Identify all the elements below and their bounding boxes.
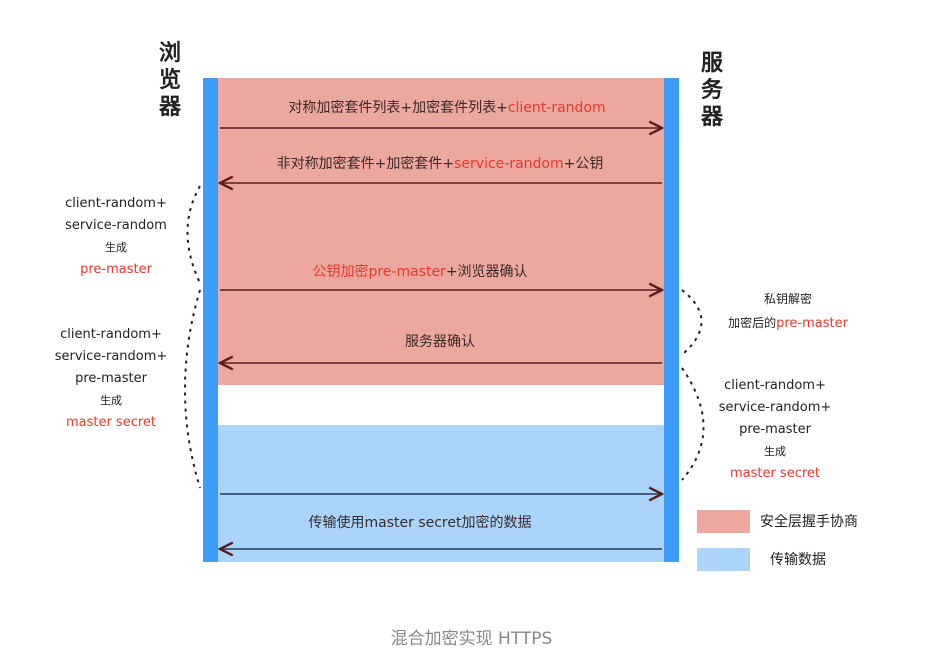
- bracket-left-2: [184, 289, 201, 489]
- message-1: 对称加密套件列表+加密套件列表+client-random: [288, 100, 606, 116]
- caption: 混合加密实现 HTTPS: [390, 629, 553, 649]
- server-lifeline: [664, 78, 679, 562]
- browser-label: 浏览器: [158, 41, 181, 120]
- legend-label-transfer: 传输数据: [770, 552, 826, 568]
- legend-swatch-transfer: [697, 548, 750, 571]
- legend-label-handshake: 安全层握手协商: [760, 514, 858, 530]
- message-4: 服务器确认: [405, 334, 475, 350]
- bracket-left-1: [186, 185, 201, 284]
- legend-swatch-handshake: [697, 510, 750, 533]
- message-6: 传输使用master secret加密的数据: [308, 515, 532, 531]
- server-label: 服务器: [700, 51, 723, 130]
- right-note-1: 私钥解密加密后的pre-master: [728, 292, 848, 331]
- bracket-right-1: [681, 289, 703, 354]
- handshake-region: [218, 78, 664, 385]
- browser-lifeline: [203, 78, 218, 562]
- bracket-right-2: [681, 367, 705, 481]
- message-3: 公钥加密pre-master+浏览器确认: [312, 264, 528, 280]
- message-2: 非对称加密套件+加密套件+service-random+公钥: [276, 156, 604, 172]
